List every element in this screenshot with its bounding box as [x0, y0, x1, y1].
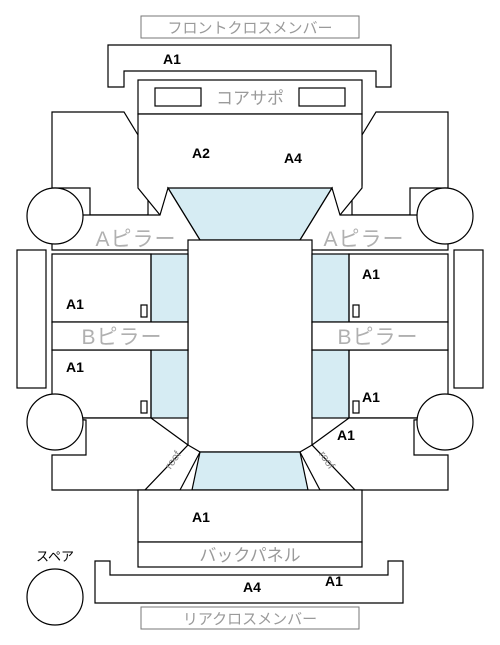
right-headlight[interactable]	[298, 87, 346, 107]
hood-left-grade: A2	[192, 145, 210, 161]
roof[interactable]	[187, 239, 313, 453]
right-rear-quarter[interactable]	[311, 417, 449, 491]
back-panel[interactable]	[137, 541, 363, 568]
spare-label: スペア	[36, 549, 74, 564]
rear-cross-member-box[interactable]	[140, 606, 360, 630]
left-front-wheel[interactable]	[26, 187, 84, 245]
front-cross-member-box[interactable]	[140, 15, 360, 39]
left-headlight[interactable]	[154, 87, 202, 107]
left-front-window[interactable]	[150, 253, 189, 323]
right-a-pillar-label: Aピラー	[323, 228, 404, 251]
left-b-pillar-label: Bピラー	[81, 326, 162, 349]
left-rear-door-handle	[140, 400, 148, 414]
left-side-skirt[interactable]	[16, 249, 47, 389]
back-panel-label: バックパネル	[199, 546, 300, 565]
left-rear-wheel[interactable]	[26, 393, 84, 451]
left-rear-window[interactable]	[150, 349, 189, 419]
left-front-door-grade: A1	[66, 296, 84, 312]
right-front-door-handle	[352, 304, 360, 318]
spare-tire[interactable]	[26, 568, 84, 626]
trunk[interactable]	[137, 489, 363, 543]
right-rear-quarter-grade: A1	[337, 427, 355, 443]
right-front-wheel[interactable]	[416, 187, 474, 245]
left-front-door-handle	[140, 304, 148, 318]
rear-member-left-grade: A4	[243, 579, 261, 595]
core-support-label: コアサポ	[216, 89, 284, 108]
front-bumper[interactable]	[107, 44, 392, 88]
right-rear-door-grade: A1	[362, 389, 380, 405]
trunk-grade: A1	[192, 509, 210, 525]
right-side-skirt[interactable]	[453, 249, 484, 389]
rear-window[interactable]	[191, 451, 309, 491]
right-b-pillar-label: Bピラー	[337, 326, 418, 349]
right-b-pillar[interactable]	[311, 321, 449, 351]
right-rear-window[interactable]	[311, 349, 350, 419]
front-bumper-grade: A1	[163, 51, 181, 67]
rear-cross-member-label: リアクロスメンバー	[183, 611, 317, 628]
hood-right-grade: A4	[284, 150, 302, 166]
left-a-pillar-label: Aピラー	[95, 228, 176, 251]
rear-bumper[interactable]	[94, 560, 404, 604]
right-rear-wheel[interactable]	[416, 393, 474, 451]
right-front-door-grade: A1	[362, 266, 380, 282]
front-cross-member-label: フロントクロスメンバー	[167, 20, 332, 37]
right-rear-door-handle	[352, 400, 360, 414]
left-rear-door-grade: A1	[66, 359, 84, 375]
right-front-window[interactable]	[311, 253, 350, 323]
rear-member-right-grade: A1	[325, 573, 343, 589]
left-b-pillar[interactable]	[51, 321, 189, 351]
left-rear-quarter[interactable]	[51, 417, 189, 491]
right-front-door[interactable]	[348, 253, 449, 323]
